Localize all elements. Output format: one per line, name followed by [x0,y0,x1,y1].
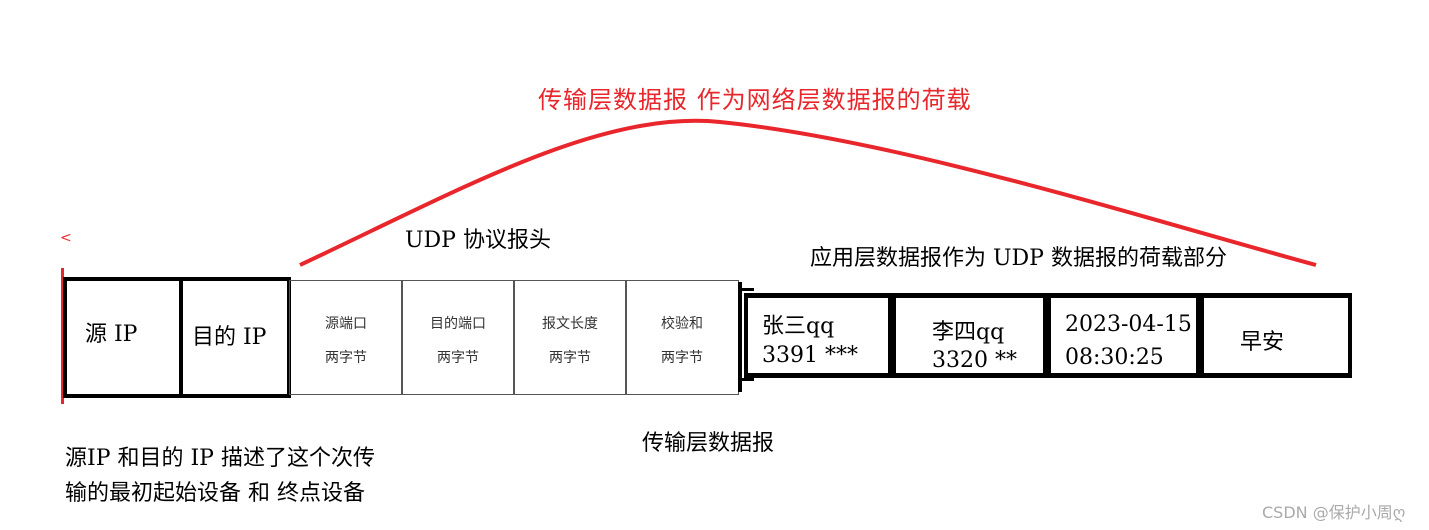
udp-field-name: 目的端口 [430,316,486,332]
udp-field-source-port: 源端口 两字节 [289,280,403,395]
app-payload-title: 应用层数据报作为 UDP 数据报的荷载部分 [810,246,1227,271]
payload-cell-sender: 张三qq 3391 *** [744,293,892,378]
transport-label: 传输层数据报 [642,431,775,456]
udp-field-name: 源端口 [325,316,367,332]
payload-line: 3391 *** [762,343,858,368]
udp-field-name: 校验和 [661,316,703,332]
payload-line: 张三qq [762,314,835,339]
description-line: 源IP 和目的 IP 描述了这个次传 [65,446,375,471]
udp-field-destination-port: 目的端口 两字节 [401,280,515,395]
source-ip-label: 源 IP [85,322,138,347]
payload-cell-timestamp: 2023-04-15 08:30:25 [1047,293,1200,378]
udp-field-checksum: 校验和 两字节 [625,280,739,395]
udp-field-size: 两字节 [549,350,591,366]
payload-line: 3320 ** [932,348,1017,373]
curve-label: 传输层数据报 作为网络层数据报的荷载 [538,86,972,114]
source-ip-field: 源 IP [63,277,183,398]
udp-field-size: 两字节 [325,350,367,366]
payload-bracket [738,282,754,392]
description-line: 输的最初起始设备 和 终点设备 [65,481,365,506]
stray-mark: < [60,230,72,246]
payload-cell-receiver: 李四qq 3320 ** [892,293,1047,378]
bracket-tick [742,288,754,291]
bracket-tick [742,378,754,381]
udp-field-size: 两字节 [437,350,479,366]
udp-field-name: 报文长度 [542,316,598,332]
payload-cell-message: 早安 [1200,293,1352,378]
payload-line: 08:30:25 [1065,345,1164,370]
red-edge-marker [61,268,64,404]
payload-line: 早安 [1240,330,1285,355]
udp-field-size: 两字节 [661,350,703,366]
payload-line: 2023-04-15 [1065,312,1192,337]
udp-header-title: UDP 协议报头 [405,228,551,253]
payload-line: 李四qq [932,320,1005,345]
udp-field-length: 报文长度 两字节 [513,280,627,395]
destination-ip-label: 目的 IP [192,325,267,350]
watermark: CSDN @保护小周ღ [1262,503,1406,522]
payload-arc-line [299,118,1317,267]
destination-ip-field: 目的 IP [179,277,291,398]
